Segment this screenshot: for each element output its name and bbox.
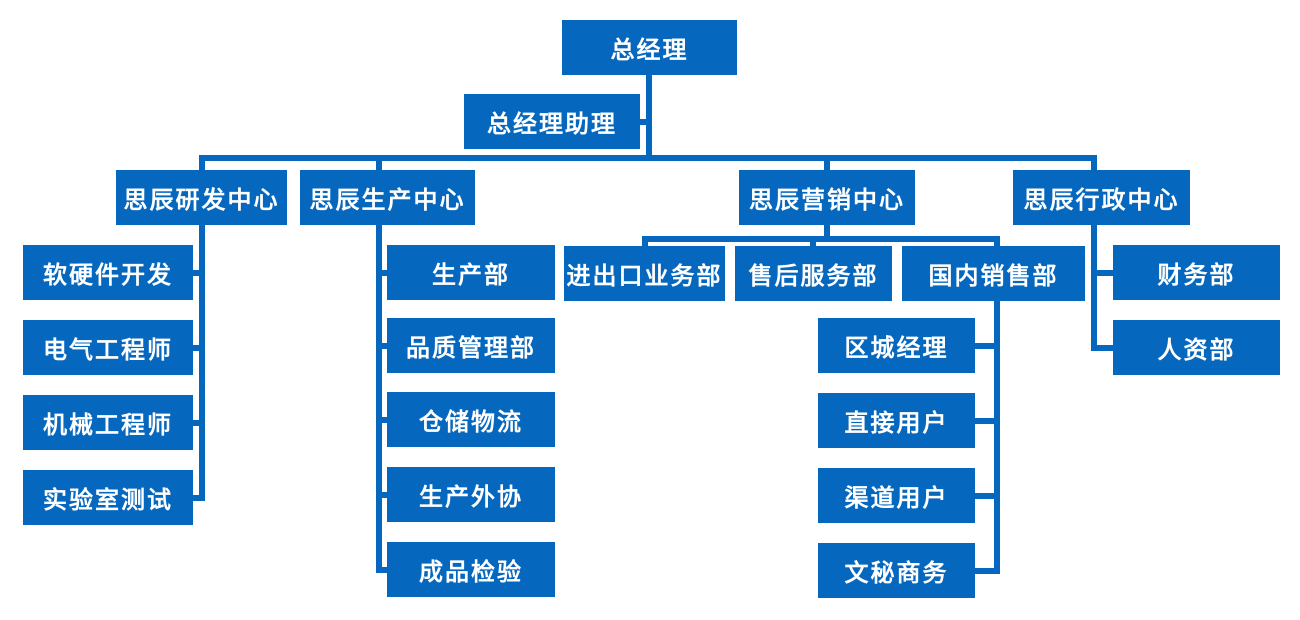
connector-gm-trunk xyxy=(646,75,652,161)
node-software-hardware-dev: 软硬件开发 xyxy=(23,245,193,300)
node-admin-center: 思辰行政中心 xyxy=(1013,170,1190,225)
connector-prod-stub-5 xyxy=(376,567,392,573)
node-quality-mgmt-dept: 品质管理部 xyxy=(387,318,555,373)
connector-assistant-stub xyxy=(638,119,652,125)
connector-sales-stub-1 xyxy=(970,343,1000,349)
node-gm: 总经理 xyxy=(562,20,737,75)
connector-prod-stub-2 xyxy=(376,343,392,349)
node-prod-center: 思辰生产中心 xyxy=(300,170,475,225)
connector-mkt-child-rail xyxy=(642,236,1000,242)
connector-rd-stub-4 xyxy=(185,495,205,501)
node-direct-users: 直接用户 xyxy=(818,393,975,448)
connector-mkt-top-stub xyxy=(824,155,830,170)
connector-mkt-bottom-stub xyxy=(824,225,830,242)
node-warehouse-logistics: 仓储物流 xyxy=(387,392,555,447)
connector-prod-stub-3 xyxy=(376,417,392,423)
node-import-export-dept: 进出口业务部 xyxy=(564,246,725,301)
connector-sales-stub-3 xyxy=(970,493,1000,499)
connector-sales-stub-4 xyxy=(970,568,1000,574)
connector-sales-stub-2 xyxy=(970,418,1000,424)
connector-admin-stub-1 xyxy=(1091,270,1118,276)
connector-main-rail xyxy=(199,155,1097,161)
node-after-sales-dept: 售后服务部 xyxy=(735,246,892,301)
node-mechanical-engineer: 机械工程师 xyxy=(23,395,193,450)
node-channel-users: 渠道用户 xyxy=(818,468,975,523)
node-rd-center: 思辰研发中心 xyxy=(116,170,287,225)
node-lab-test: 实验室测试 xyxy=(23,470,193,525)
connector-rd-stub-3 xyxy=(185,420,205,426)
node-production-outsourcing: 生产外协 xyxy=(387,467,555,522)
connector-rd-stub-2 xyxy=(185,345,205,351)
connector-prod-stub-4 xyxy=(376,492,392,498)
connector-rd-stub-1 xyxy=(185,270,205,276)
node-secretary-business: 文秘商务 xyxy=(818,543,975,598)
node-production-dept: 生产部 xyxy=(387,245,555,300)
connector-prod-trunk xyxy=(376,155,382,573)
node-gm-assistant: 总经理助理 xyxy=(464,94,640,149)
connector-prod-stub-1 xyxy=(376,270,392,276)
connector-admin-trunk xyxy=(1091,155,1097,351)
connector-rd-trunk xyxy=(199,155,205,501)
node-finance-dept: 财务部 xyxy=(1113,245,1280,300)
node-regional-manager: 区城经理 xyxy=(818,318,975,373)
connector-sales-trunk xyxy=(994,236,1000,573)
connector-import-export-drop xyxy=(642,236,648,246)
connector-after-sales-drop xyxy=(810,236,816,246)
node-hr-dept: 人资部 xyxy=(1113,320,1280,375)
node-mkt-center: 思辰营销中心 xyxy=(739,170,915,225)
node-domestic-sales-dept: 国内销售部 xyxy=(902,246,1085,301)
node-electrical-engineer: 电气工程师 xyxy=(23,320,193,375)
node-finished-goods-inspection: 成品检验 xyxy=(387,542,555,597)
connector-admin-stub-2 xyxy=(1091,345,1118,351)
